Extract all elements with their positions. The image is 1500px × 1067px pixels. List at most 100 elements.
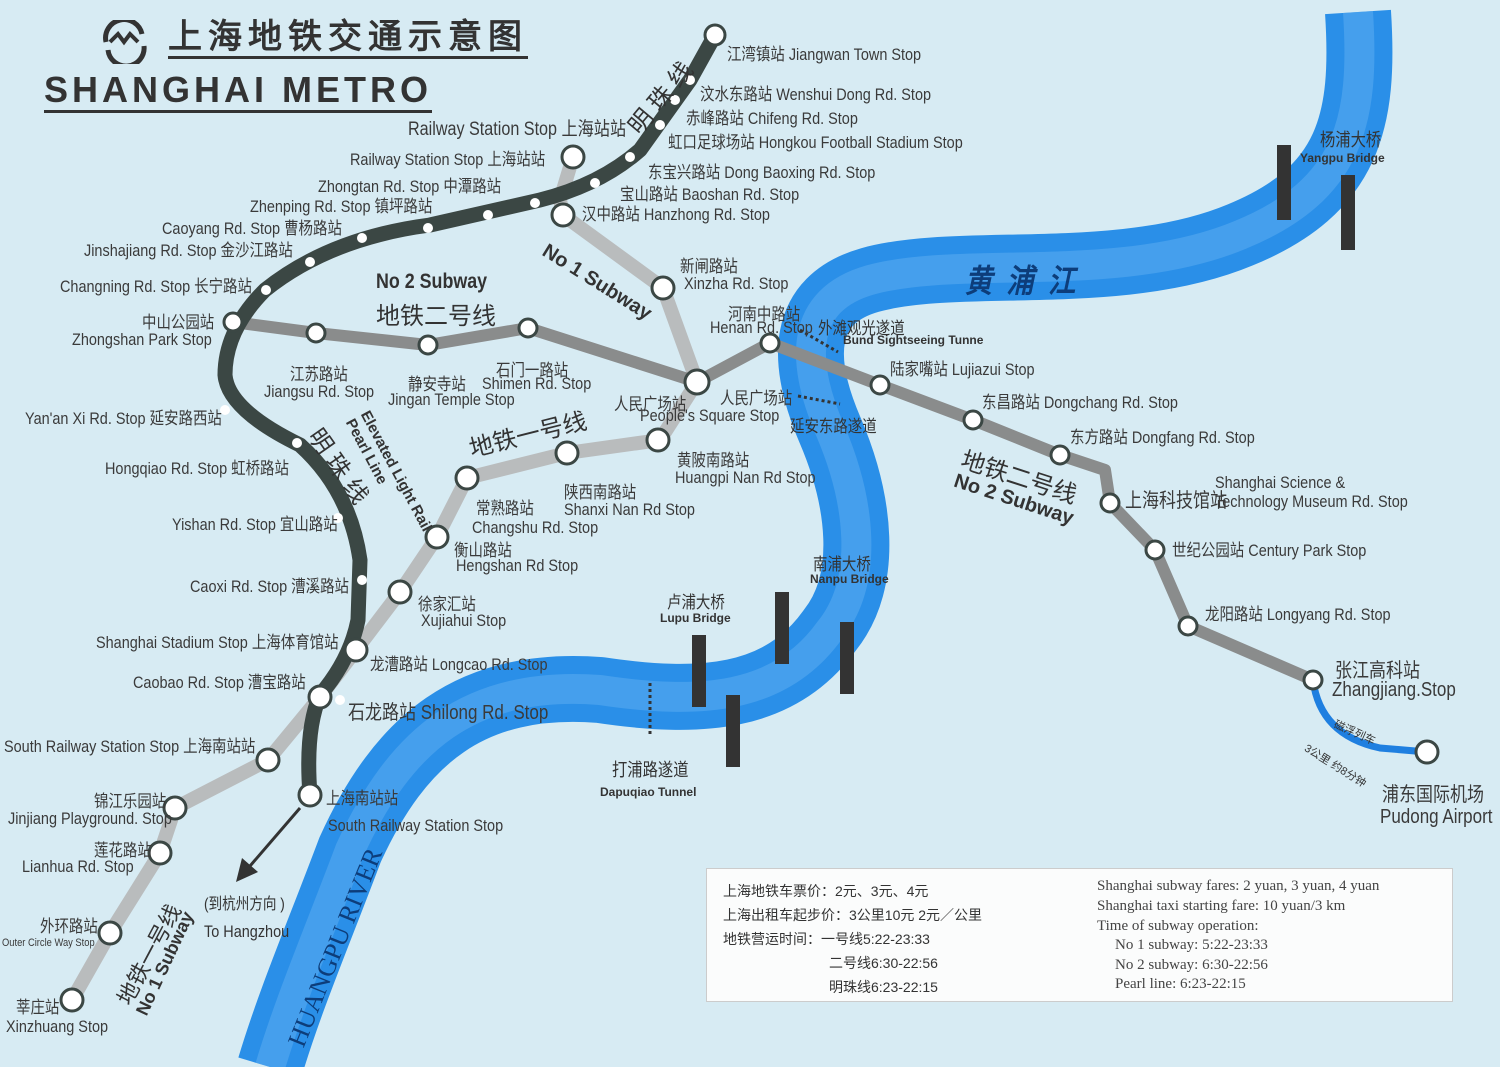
landmark-label: 黄 浦 江 — [965, 263, 1079, 299]
station-label: Caoxi Rd. Stop 漕溪路站 — [190, 577, 350, 596]
station-label: 石门一路站 — [496, 361, 569, 380]
station-label: 河南中路站 — [728, 305, 801, 324]
station-label: Caoyang Rd. Stop 曹杨路站 — [162, 219, 342, 238]
station-label: 龙阳路站 Longyang Rd. Stop — [1205, 605, 1391, 624]
station-label: 外环路站 — [40, 917, 98, 936]
station-label: Xinzhuang Stop — [6, 1017, 109, 1036]
landmark-label: Nanpu Bridge — [810, 572, 889, 586]
station-label: Xinzha Rd. Stop — [684, 274, 789, 293]
station-label: 虹口足球场站 Hongkou Football Stadium Stop — [668, 133, 963, 152]
station-label: Henan Rd. Stop — [710, 318, 813, 337]
station-label: Shanxi Nan Rd Stop — [564, 500, 695, 519]
landmark-label: Dapuqiao Tunnel — [600, 785, 697, 799]
info-taxi-cn: 上海出租车起步价：3公里10元 2元／公里 — [723, 907, 983, 923]
station-label: Huangpi Nan Rd Stop — [675, 468, 816, 487]
station-label: Railway Station Stop 上海站站 — [350, 150, 546, 169]
station-label: Shimen Rd. Stop — [482, 374, 592, 393]
station-label: Yishan Rd. Stop 宜山路站 — [172, 515, 338, 534]
bridge-towers — [692, 145, 1355, 767]
metro-logo-icon — [103, 20, 147, 64]
station-label: 石龙路站 Shilong Rd. Stop — [348, 702, 549, 724]
landmark-label: 杨浦大桥 — [1320, 130, 1382, 150]
station-label: 人民广场站 — [614, 395, 687, 414]
station-label: Shanghai Science & — [1215, 473, 1346, 492]
line-2 — [232, 316, 1316, 686]
station-label: Pudong Airport — [1380, 806, 1493, 828]
info-hours-cn: 地铁营运时间：一号线5:22-23:33 — [723, 931, 930, 947]
title-chinese: 上海地铁交通示意图 — [168, 18, 528, 59]
station-label: 陆家嘴站 Lujiazui Stop — [890, 360, 1035, 379]
station-label: Jiangsu Rd. Stop — [264, 382, 375, 401]
landmark-label: Lupu Bridge — [660, 611, 731, 625]
landmark-label: Bund Sightseeing Tunne — [843, 333, 984, 347]
station-label: 上海科技馆站 — [1125, 490, 1227, 512]
info-line2-cn: 二号线6:30-22:56 — [829, 955, 938, 971]
info-line2-en: No 2 subway: 6:30-22:56 — [1115, 957, 1268, 973]
landmark-label: 打浦路遂道 — [612, 760, 689, 780]
line-2-label-en: No 2 Subway — [376, 270, 488, 293]
line-2-label-cn: 地铁二号线 — [376, 303, 496, 330]
station-label: Yan'an Xi Rd. Stop 延安路西站 — [25, 409, 222, 428]
station-label: Zhenping Rd. Stop 镇坪路站 — [250, 197, 433, 216]
station-label: 新闸路站 — [680, 257, 738, 276]
station-label: 黄陂南路站 — [677, 451, 750, 470]
landmark-label: 外滩观光遂道 — [818, 319, 905, 338]
station-label: 江苏路站 — [290, 365, 348, 384]
station-label: Changning Rd. Stop 长宁路站 — [60, 277, 252, 296]
pearl-line-dots — [220, 75, 695, 705]
station-label: 龙漕路站 Longcao Rd. Stop — [370, 655, 548, 674]
fare-info-box: 上海地铁车票价：2元、3元、4元 上海出租车起步价：3公里10元 2元／公里 地… — [706, 868, 1453, 1002]
info-fares-cn: 上海地铁车票价：2元、3元、4元 — [723, 883, 929, 899]
station-label: Jinjiang Playground. Stop — [8, 809, 172, 828]
landmark-label: 卢浦大桥 — [667, 593, 725, 612]
station-label: 静安寺站 — [408, 375, 466, 394]
station-label: Hongqiao Rd. Stop 虹桥路站 — [105, 459, 289, 478]
landmark-label: (到杭州方向 ) — [204, 896, 285, 913]
station-label: 衡山路站 — [454, 541, 512, 560]
station-label: Changshu Rd. Stop — [472, 518, 599, 537]
station-label: 世纪公园站 Century Park Stop — [1172, 541, 1367, 560]
landmark-label: 南浦大桥 — [813, 555, 871, 574]
station-label: 赤峰路站 Chifeng Rd. Stop — [686, 109, 858, 128]
station-label: 上海南站站 — [326, 789, 399, 808]
station-label: Jingan Temple Stop — [388, 390, 515, 409]
station-label: 江湾镇站 Jiangwan Town Stop — [727, 45, 922, 64]
landmark-label: 延安东路遂道 — [790, 417, 877, 436]
station-label: 汉中路站 Hanzhong Rd. Stop — [582, 205, 770, 224]
station-label: 东方路站 Dongfang Rd. Stop — [1070, 428, 1255, 447]
station-label: 中山公园站 — [142, 313, 215, 332]
title-english: SHANGHAI METRO — [44, 70, 432, 113]
station-label: Hengshan Rd Stop — [456, 556, 579, 575]
landmark-label: To Hangzhou — [204, 922, 290, 941]
station-label: 锦江乐园站 — [94, 792, 167, 811]
station-label: Outer Circle Way Stop — [2, 937, 95, 949]
station-label: 浦东国际机场 — [1382, 784, 1484, 806]
station-label: People's Square Stop — [640, 406, 780, 425]
info-pearl-cn: 明珠线6:23-22:15 — [829, 979, 938, 995]
station-label: 汶水东路站 Wenshui Dong Rd. Stop — [700, 85, 932, 104]
station-label: 陕西南路站 — [564, 483, 637, 502]
station-label: 常熟路站 — [476, 499, 534, 518]
station-markers — [59, 23, 1440, 1013]
info-pearl-en: Pearl line: 6:23-22:15 — [1115, 976, 1246, 992]
station-label: Xujiahui Stop — [421, 611, 507, 630]
station-label: 莲花路站 — [94, 841, 152, 860]
station-label: Technology Museum Rd. Stop — [1215, 492, 1408, 511]
info-hours-en: Time of subway operation: — [1097, 918, 1259, 934]
maglev-line — [1309, 679, 1428, 756]
info-line1-en: No 1 subway: 5:22-23:33 — [1115, 937, 1268, 953]
to-hangzhou-arrow — [236, 807, 302, 882]
station-label: Caobao Rd. Stop 漕宝路站 — [133, 673, 306, 692]
landmark-label: Yangpu Bridge — [1300, 151, 1385, 165]
station-label: Lianhua Rd. Stop — [22, 857, 134, 876]
station-label: 东宝兴路站 Dong Baoxing Rd. Stop — [648, 163, 876, 182]
station-label: 张江高科站 — [1335, 660, 1420, 682]
station-label: 人民广场站 — [720, 389, 793, 408]
info-fares-en: Shanghai subway fares: 2 yuan, 3 yuan, 4… — [1097, 878, 1380, 894]
station-label: Shanghai Stadium Stop 上海体育馆站 — [96, 633, 339, 652]
station-label: Railway Station Stop 上海站站 — [408, 119, 627, 140]
info-taxi-en: Shanghai taxi starting fare: 10 yuan/3 k… — [1097, 898, 1346, 914]
station-label: 徐家汇站 — [418, 595, 476, 614]
station-label: Zhangjiang.Stop — [1332, 679, 1456, 701]
